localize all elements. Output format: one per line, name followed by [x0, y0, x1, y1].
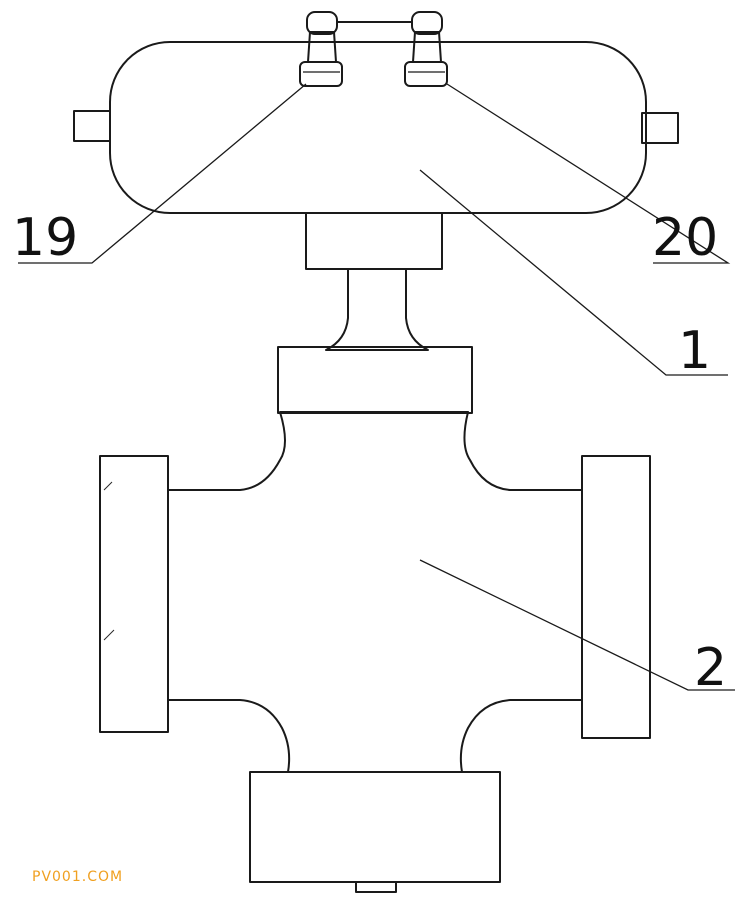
watermark: PV001.COM — [32, 869, 124, 885]
label-1: 1 — [678, 321, 711, 381]
label-20: 20 — [652, 208, 718, 268]
label-2: 2 — [694, 638, 727, 698]
valve-body — [99, 346, 651, 893]
leader-lines — [18, 83, 735, 691]
port-20 — [404, 11, 448, 87]
actuator-neck — [305, 212, 443, 351]
label-19: 19 — [12, 208, 78, 268]
port-19 — [299, 11, 343, 87]
actuator-housing — [73, 41, 679, 214]
